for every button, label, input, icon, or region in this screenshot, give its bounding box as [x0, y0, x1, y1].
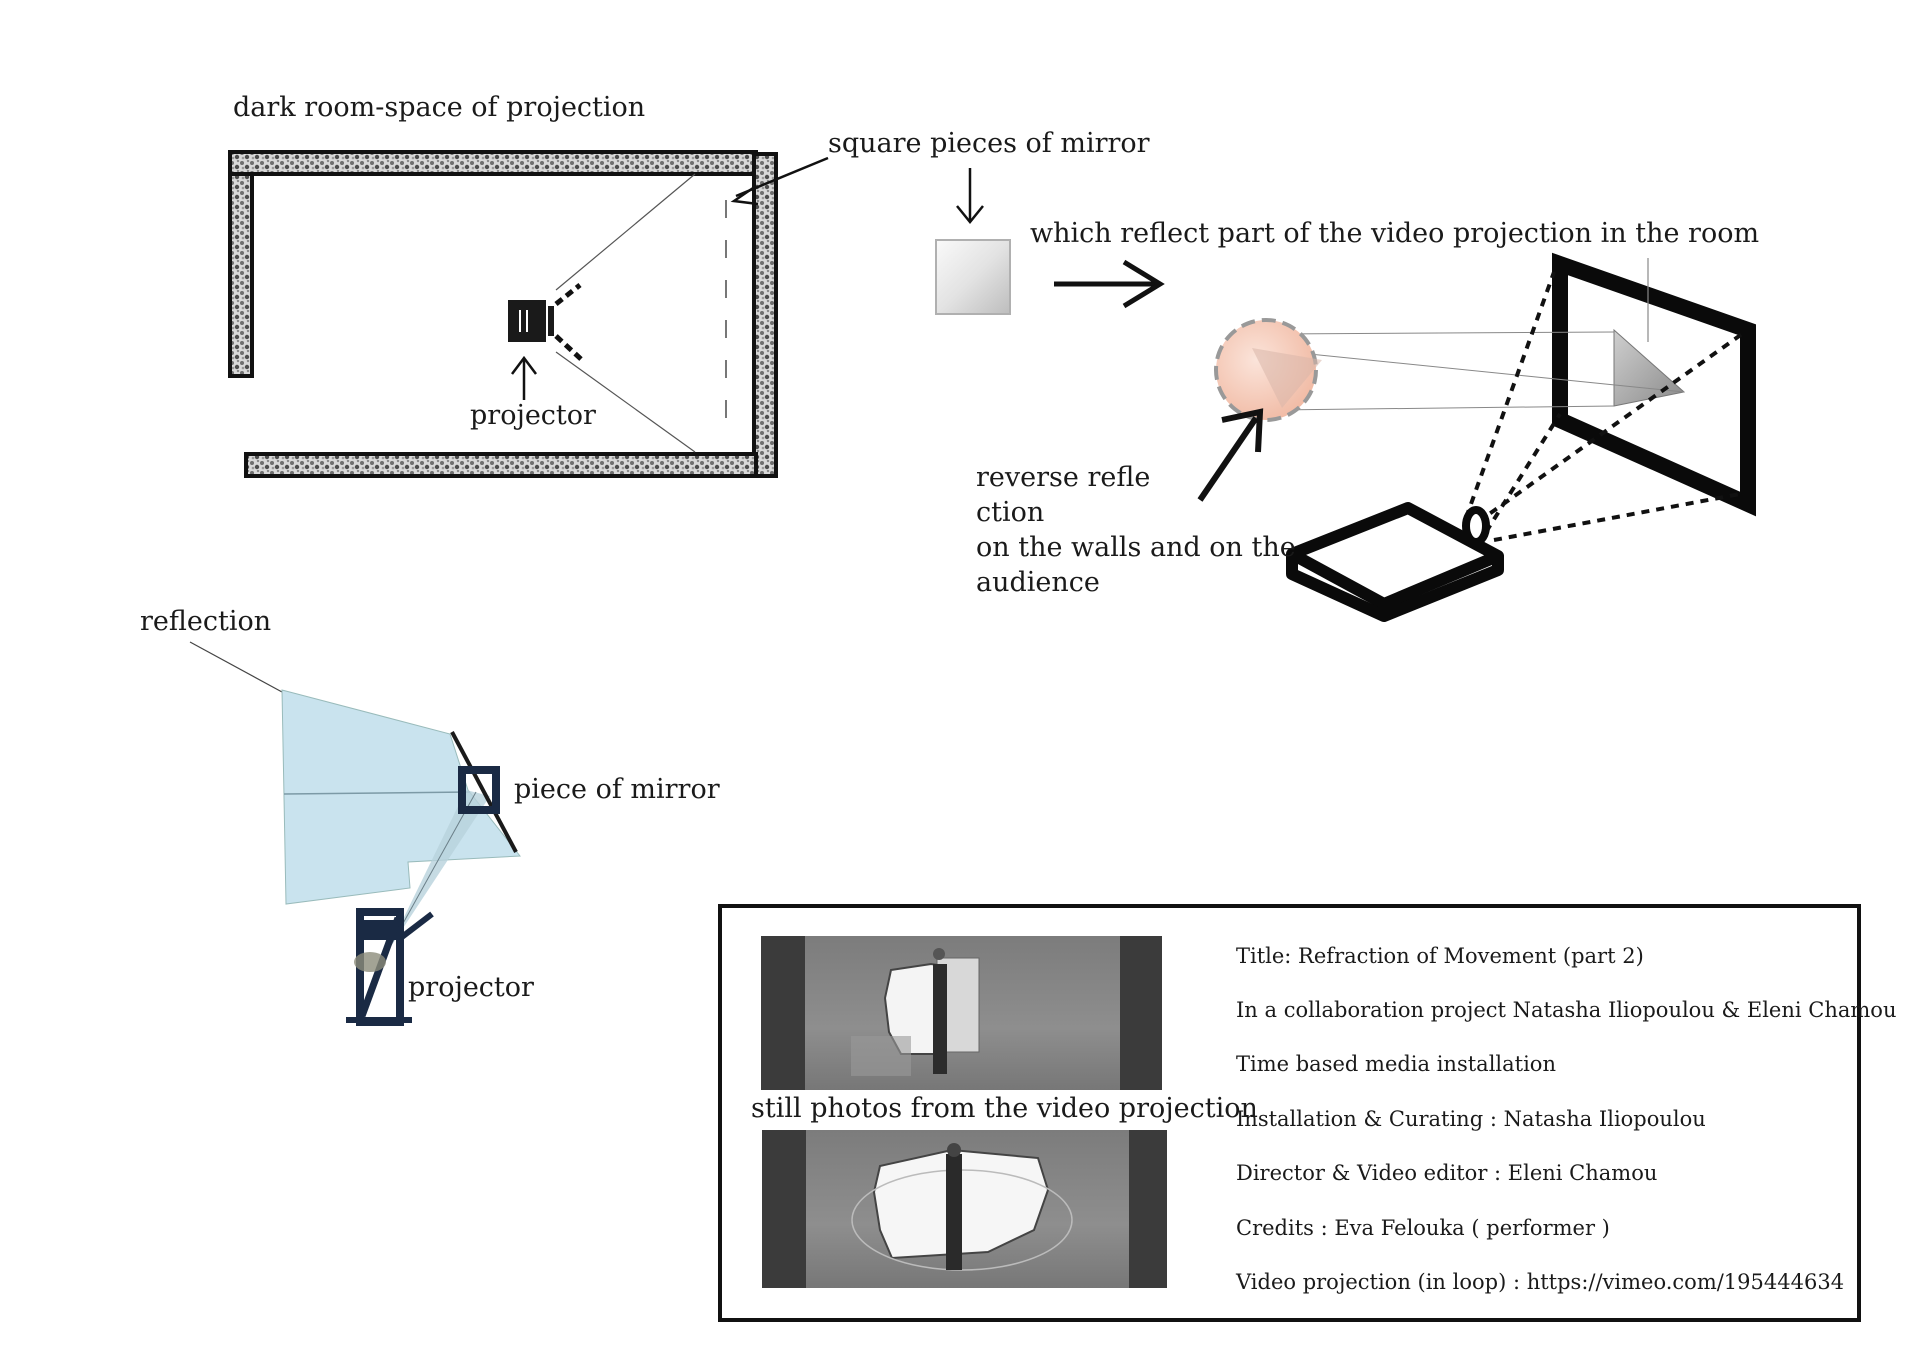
side-view-diagram [189, 641, 521, 1026]
room-title-label: dark room-space of projection [233, 92, 646, 123]
reflection-shape [281, 689, 521, 905]
room-right-wall [752, 152, 778, 478]
still-photo-1 [761, 936, 1162, 1090]
projector-plan-label: projector [470, 400, 596, 431]
arrow-down-icon [956, 168, 984, 224]
info-video-link[interactable]: Video projection (in loop) : https://vim… [1236, 1270, 1845, 1294]
still-photo-2 [762, 1130, 1167, 1288]
room-bottom-wall [244, 452, 758, 478]
arrow-right-icon [1054, 259, 1165, 309]
reflection-label: reflection [140, 606, 272, 637]
room-plan [228, 150, 829, 478]
reverse-reflection-label: reverse refle ction on the walls and on … [976, 460, 1296, 600]
info-installation: Installation & Curating : Natasha Iliopo… [1236, 1107, 1706, 1131]
info-collaboration: In a collaboration project Natasha Iliop… [1236, 998, 1897, 1022]
reverse-reflection-line-1: reverse refle [976, 462, 1151, 493]
room-top-wall [228, 150, 758, 176]
info-credits: Credits : Eva Felouka ( performer ) [1236, 1216, 1610, 1240]
info-director: Director & Video editor : Eleni Chamou [1236, 1161, 1658, 1185]
piece-of-mirror-label: piece of mirror [514, 774, 720, 805]
screen-frame [1552, 252, 1756, 517]
projector-3d-icon [1286, 502, 1504, 622]
info-medium: Time based media installation [1236, 1052, 1556, 1076]
arrow-diagonal-icon [1197, 408, 1264, 502]
reverse-reflection-line-4: audience [976, 567, 1100, 598]
projector-stand-icon [346, 908, 434, 1026]
stills-caption: still photos from the video projection [751, 1093, 1258, 1124]
projection-3d-sketch [1197, 252, 1756, 622]
mirror-holder [458, 766, 500, 814]
info-panel: still photos from the video projection T… [718, 904, 1896, 1322]
mirror-square-icon [935, 239, 1011, 315]
mirror-pieces-label: square pieces of mirror [828, 128, 1150, 159]
reflect-description-label: which reflect part of the video projecti… [1030, 218, 1760, 249]
reverse-reflection-line-2: ction [976, 497, 1045, 528]
projector-side-label: projector [408, 972, 534, 1003]
room-left-wall [228, 150, 254, 378]
projector-icon [508, 300, 554, 342]
info-title: Title: Refraction of Movement (part 2) [1236, 944, 1644, 968]
reverse-reflection-line-3: on the walls and on the [976, 532, 1296, 563]
arrow-up-icon [511, 355, 537, 400]
